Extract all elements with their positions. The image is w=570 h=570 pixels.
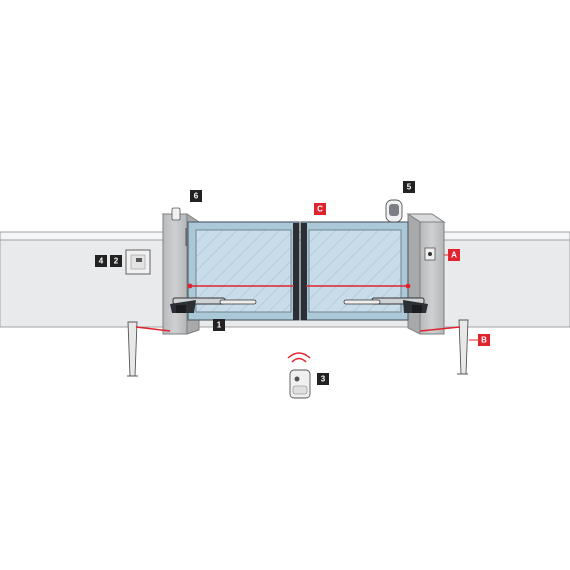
callout-2: 2 bbox=[110, 255, 122, 267]
callout-1-label: 1 bbox=[217, 321, 222, 330]
callout-2-label: 2 bbox=[114, 257, 119, 266]
control-panel-icon bbox=[125, 249, 151, 275]
wireless-signal-icon bbox=[287, 352, 311, 363]
callout-6: 6 bbox=[190, 190, 202, 202]
key-selector-icon bbox=[424, 247, 436, 261]
leader-lines bbox=[444, 254, 478, 341]
callout-4-label: 4 bbox=[99, 257, 104, 266]
callout-5: 5 bbox=[403, 181, 415, 193]
right-swing-motor bbox=[343, 297, 428, 313]
left-photocell-post bbox=[127, 321, 171, 377]
callout-5-label: 5 bbox=[407, 183, 412, 192]
right-photocell-post bbox=[419, 319, 469, 375]
pillar-photocell-beams bbox=[187, 283, 411, 289]
right-gate-leaf bbox=[300, 221, 409, 321]
callout-a-label: A bbox=[451, 251, 457, 260]
remote-control-icon bbox=[289, 369, 311, 399]
callout-4: 4 bbox=[95, 255, 107, 267]
callout-c: C bbox=[314, 203, 326, 215]
flashing-lamp-icon bbox=[385, 199, 403, 223]
left-swing-motor bbox=[170, 297, 257, 313]
right-pillar bbox=[406, 213, 446, 335]
callout-1: 1 bbox=[213, 319, 225, 331]
callout-3: 3 bbox=[317, 373, 329, 385]
callout-a: A bbox=[448, 249, 460, 261]
callout-3-label: 3 bbox=[321, 375, 326, 384]
left-gate-leaf bbox=[187, 221, 300, 321]
callout-6-label: 6 bbox=[194, 192, 199, 201]
antenna-icon bbox=[171, 207, 187, 246]
callout-c-label: C bbox=[317, 205, 323, 214]
callout-b: B bbox=[478, 334, 490, 346]
callout-b-label: B bbox=[481, 336, 487, 345]
